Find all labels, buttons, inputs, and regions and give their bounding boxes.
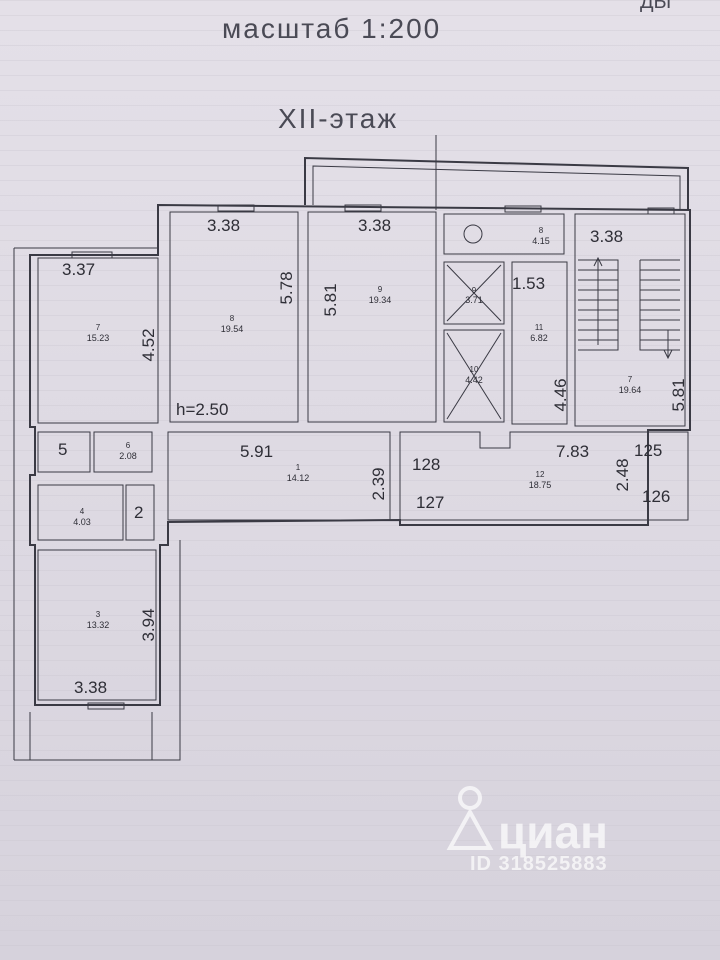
room-11 xyxy=(511,261,568,425)
room-labels: 7 15.23 8 19.54 9 19.34 8 4.15 7 19.64 9… xyxy=(73,226,641,630)
windows xyxy=(71,204,675,710)
dim-room7l-length: 4.52 xyxy=(139,328,158,361)
room-area: 4.42 xyxy=(465,375,483,385)
room-4 xyxy=(37,484,124,541)
stairs xyxy=(578,256,680,360)
dim-room3-length: 3.94 xyxy=(139,608,158,641)
dim-room8-length: 5.78 xyxy=(277,271,296,304)
dim-room1-width: 5.91 xyxy=(240,442,273,461)
room-area: 3.71 xyxy=(465,295,483,305)
room-8-small xyxy=(443,213,565,255)
dim-room3-width: 3.38 xyxy=(74,678,107,697)
room-8 xyxy=(169,211,299,423)
dim-room7r-width: 3.38 xyxy=(590,227,623,246)
room-number: 3 xyxy=(96,610,101,619)
cian-watermark: циан ID 318525883 xyxy=(446,786,608,875)
top-balcony xyxy=(304,156,689,210)
room-3 xyxy=(37,549,157,701)
room-area: 19.54 xyxy=(221,324,244,334)
room-area: 13.32 xyxy=(87,620,110,630)
dim-room12-length: 2.48 xyxy=(613,458,632,491)
room-number: 6 xyxy=(126,441,131,450)
room-area: 15.23 xyxy=(87,333,110,343)
watermark-id: ID 318525883 xyxy=(470,853,608,875)
label-127: 127 xyxy=(416,493,444,512)
ceiling-height: h=2.50 xyxy=(176,400,228,419)
room-number: 7 xyxy=(96,323,101,332)
dim-room9-width: 3.38 xyxy=(358,216,391,235)
room-number: 1 xyxy=(296,463,301,472)
room-number: 8 xyxy=(539,226,544,235)
corner-text: ДЫ xyxy=(640,0,671,13)
shaft-circle xyxy=(463,224,483,244)
room-6 xyxy=(93,431,153,473)
lift-10 xyxy=(443,329,505,423)
dim-room7l-width: 3.37 xyxy=(62,260,95,279)
room-area: 18.75 xyxy=(529,480,552,490)
dim-room7r-length: 5.81 xyxy=(669,378,688,411)
dim-room11-width: 1.53 xyxy=(512,274,545,293)
location-pin-icon xyxy=(446,786,494,850)
room-number: 9 xyxy=(472,286,477,295)
dim-room1-length: 2.39 xyxy=(369,467,388,500)
room-number: 12 xyxy=(536,470,545,479)
dim-room9-length: 5.81 xyxy=(321,283,340,316)
room-area: 4.15 xyxy=(532,236,550,246)
room-area: 4.03 xyxy=(73,517,91,527)
room-number: 8 xyxy=(230,314,235,323)
dim-room11-length: 4.46 xyxy=(551,378,570,411)
outer-walls xyxy=(13,203,691,761)
room-1 xyxy=(167,431,391,521)
label-126: 126 xyxy=(642,487,670,506)
lift-9 xyxy=(443,261,505,325)
room-7-right xyxy=(574,213,686,427)
dim-room12-width: 7.83 xyxy=(556,442,589,461)
watermark-brand: циан xyxy=(498,806,608,858)
room-12 xyxy=(399,431,689,521)
label-5: 5 xyxy=(58,440,67,459)
room-area: 14.12 xyxy=(287,473,310,483)
scale-label: масштаб 1:200 xyxy=(222,13,441,44)
label-2: 2 xyxy=(134,503,143,522)
label-128: 128 xyxy=(412,455,440,474)
room-5 xyxy=(37,431,91,473)
room-number: 11 xyxy=(535,323,544,332)
dim-room8-width: 3.38 xyxy=(207,216,240,235)
partitions xyxy=(37,211,689,701)
room-area: 2.08 xyxy=(119,451,137,461)
room-number: 7 xyxy=(628,375,633,384)
floor-label: XII-этаж xyxy=(278,103,398,134)
room-number: 9 xyxy=(378,285,383,294)
room-number: 10 xyxy=(470,365,479,374)
room-number: 4 xyxy=(80,507,85,516)
room-area: 19.64 xyxy=(619,385,642,395)
label-125: 125 xyxy=(634,441,662,460)
room-area: 6.82 xyxy=(530,333,548,343)
room-area: 19.34 xyxy=(369,295,392,305)
room-2 xyxy=(125,484,155,541)
room-9 xyxy=(307,211,437,423)
